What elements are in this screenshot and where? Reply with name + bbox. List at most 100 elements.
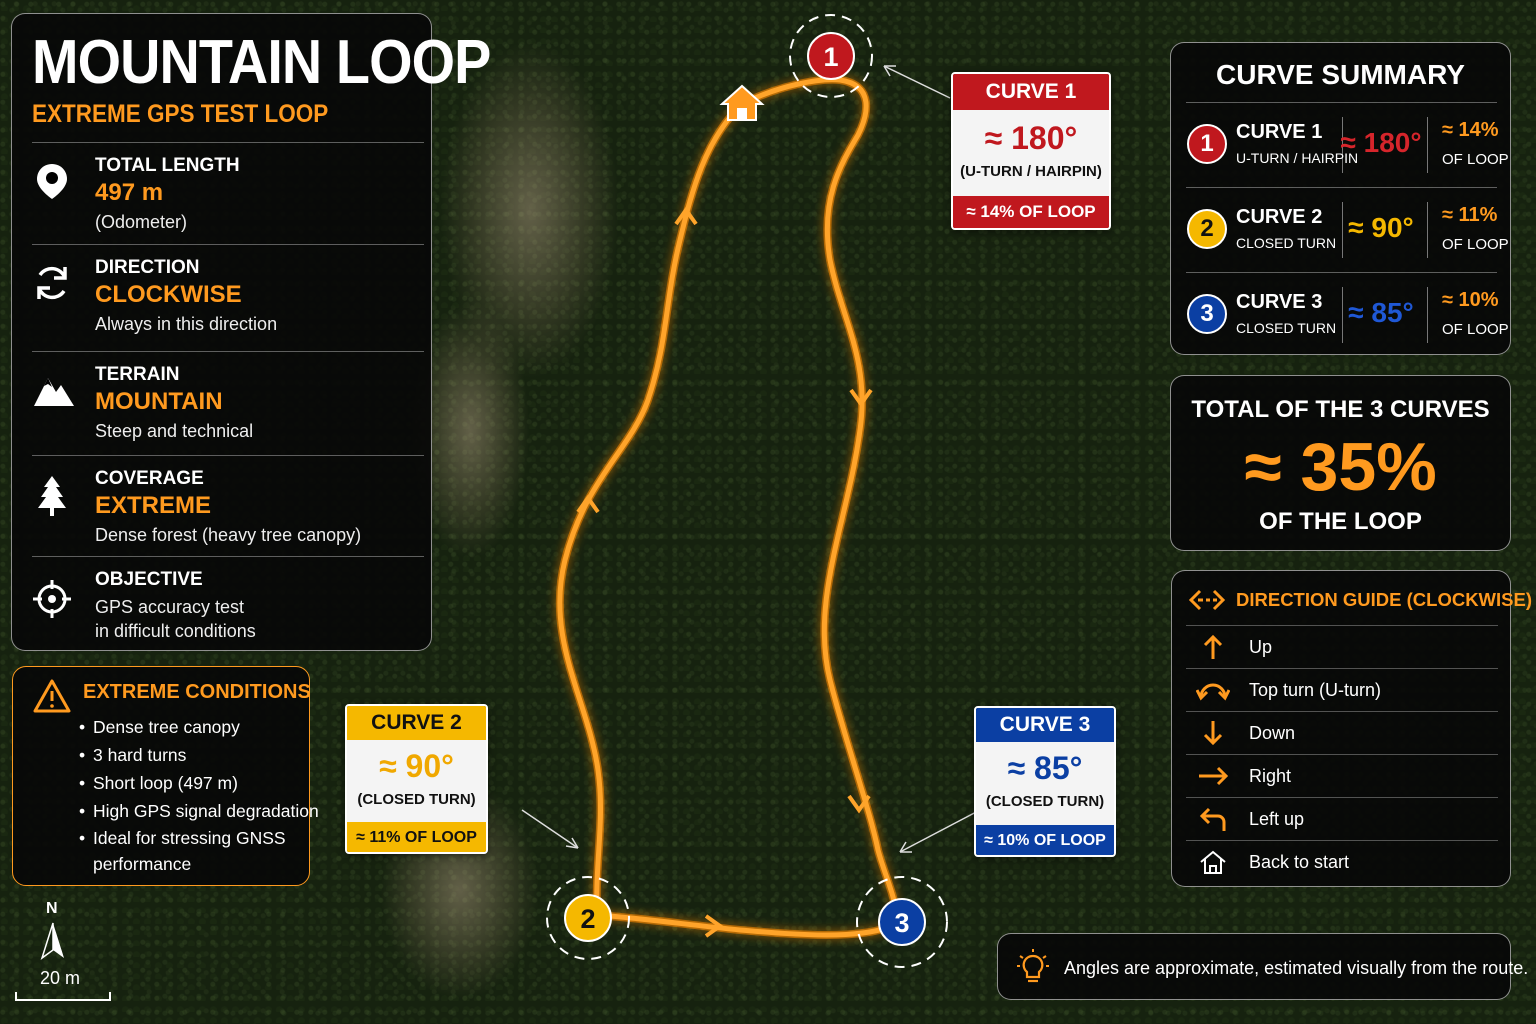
curve-1-marker[interactable] — [789, 14, 873, 98]
curve-3-marker[interactable] — [856, 876, 948, 968]
summary-pct: ≈ 11% — [1442, 204, 1498, 226]
guide-row-right: Right — [1186, 754, 1498, 797]
guide-row-back-to-start: Back to start — [1186, 840, 1498, 883]
guide-label: Back to start — [1249, 852, 1350, 872]
total-footer: OF THE LOOP — [1259, 508, 1422, 535]
summary-angle: ≈ 90° — [1348, 212, 1414, 243]
tree-icon — [38, 476, 66, 516]
summary-pct: ≈ 14% — [1442, 119, 1499, 141]
summary-pct: ≈ 10% — [1442, 289, 1499, 311]
north-arrow-icon — [40, 922, 64, 960]
direction-guide-panel: DIRECTION GUIDE (CLOCKWISE) Up Top turn … — [1171, 570, 1532, 887]
route-arrow — [704, 914, 724, 938]
page-subtitle: EXTREME GPS TEST LOOP — [32, 100, 329, 128]
guide-row-down: Down — [1186, 711, 1498, 754]
summary-heading: CURVE SUMMARY — [1216, 59, 1465, 90]
total-value: ≈ 35% — [1244, 429, 1437, 505]
summary-curve-type: CLOSED TURN — [1236, 235, 1337, 251]
summary-curve-name: CURVE 2 — [1236, 206, 1323, 228]
info-label: COVERAGE — [95, 468, 204, 489]
north-arrow: N — [40, 900, 66, 964]
list-item: Ideal for stressing GNSS — [79, 825, 319, 851]
extreme-conditions-panel: EXTREME CONDITIONS Dense tree canopy 3 h… — [12, 666, 319, 886]
curve-2-number: 2 — [580, 904, 595, 934]
info-objective: OBJECTIVE GPS accuracy test in difficult… — [32, 556, 424, 646]
scale-bar: 20 m — [14, 968, 114, 1008]
guide-row-left-up: Left up — [1186, 797, 1498, 840]
page-title: MOUNTAIN LOOP — [32, 28, 491, 97]
info-terrain: TERRAIN MOUNTAIN Steep and technical — [32, 351, 424, 455]
total-heading: TOTAL OF THE 3 CURVES — [1191, 396, 1490, 423]
info-value: CLOCKWISE — [95, 281, 242, 308]
summary-of: OF LOOP — [1442, 321, 1509, 338]
guide-label: Down — [1249, 723, 1296, 743]
crosshair-icon — [33, 580, 71, 618]
total-curves-panel: TOTAL OF THE 3 CURVES ≈ 35% OF THE LOOP — [1170, 375, 1511, 551]
callout-type: (U-TURN / HAIRPIN) — [960, 163, 1102, 180]
home-icon — [1200, 850, 1226, 874]
curve-number-badge: 3 — [1187, 294, 1227, 334]
guide-label: Top turn (U-turn) — [1249, 680, 1382, 700]
scale-line — [15, 992, 111, 1001]
summary-row-curve-2[interactable]: 2 CURVE 2 CLOSED TURN ≈ 90° ≈ 11% OF LOO… — [1186, 187, 1509, 272]
summary-angle: ≈ 180° — [1340, 127, 1422, 158]
route-arrow — [849, 388, 873, 408]
guide-label: Right — [1249, 766, 1292, 786]
curve-3-number: 3 — [894, 908, 909, 938]
info-value: 497 m — [95, 179, 164, 206]
list-item: High GPS signal degradation — [79, 797, 319, 825]
list-item: 3 hard turns — [79, 741, 319, 769]
curve-1-number: 1 — [823, 42, 838, 72]
curve-1-callout: CURVE 1 ≈ 180° (U-TURN / HAIRPIN) ≈ 14% … — [951, 72, 1111, 230]
info-total-length: TOTAL LENGTH 497 m (Odometer) — [32, 142, 424, 244]
summary-angle: ≈ 85° — [1348, 297, 1414, 328]
info-note: Always in this direction — [95, 314, 278, 334]
route-arrow — [576, 494, 600, 514]
curve-2-marker[interactable] — [546, 876, 630, 960]
callout-angle: ≈ 90° — [379, 748, 454, 784]
info-label: TOTAL LENGTH — [95, 155, 240, 176]
summary-curve-name: CURVE 3 — [1236, 291, 1323, 313]
callout-angle: ≈ 85° — [1007, 750, 1083, 786]
info-note: Steep and technical — [95, 421, 254, 441]
guide-label: Up — [1249, 637, 1273, 657]
callout-share: ≈ 11% OF LOOP — [347, 822, 486, 852]
arrow-left-up-icon — [1199, 807, 1226, 831]
summary-of: OF LOOP — [1442, 151, 1509, 168]
callout-title: CURVE 3 — [976, 708, 1114, 742]
info-note: (Odometer) — [95, 212, 188, 232]
home-icon — [719, 84, 765, 121]
summary-curve-name: CURVE 1 — [1236, 121, 1323, 143]
curve-number-badge: 2 — [1187, 209, 1227, 249]
north-label: N — [46, 900, 58, 917]
callout-type: (CLOSED TURN) — [985, 793, 1105, 810]
arrow-up-icon — [1203, 634, 1223, 659]
info-value: EXTREME — [95, 492, 212, 519]
info-note: GPS accuracy test — [95, 597, 245, 617]
info-coverage: COVERAGE EXTREME Dense forest (heavy tre… — [32, 455, 424, 556]
curve-2-callout: CURVE 2 ≈ 90° (CLOSED TURN) ≈ 11% OF LOO… — [345, 704, 488, 854]
refresh-arrows-icon — [37, 266, 67, 300]
info-value: MOUNTAIN — [95, 388, 223, 415]
callout-share: ≈ 10% OF LOOP — [976, 825, 1114, 855]
list-item: Short loop (497 m) — [79, 769, 319, 797]
left-right-arrows-icon — [1188, 589, 1226, 611]
guide-label: Left up — [1249, 809, 1305, 829]
arrow-right-icon — [1199, 766, 1228, 786]
summary-row-curve-1[interactable]: 1 CURVE 1 U-TURN / HAIRPIN ≈ 180° ≈ 14% … — [1186, 102, 1509, 187]
curve-3-callout: CURVE 3 ≈ 85° (CLOSED TURN) ≈ 10% OF LOO… — [974, 706, 1116, 857]
info-label: TERRAIN — [95, 364, 180, 385]
callout-type: (CLOSED TURN) — [357, 791, 476, 808]
info-note-2: in difficult conditions — [95, 621, 256, 641]
route-arrow — [674, 206, 698, 226]
summary-curve-type: CLOSED TURN — [1236, 320, 1337, 336]
arrow-down-icon — [1203, 721, 1223, 746]
curve-summary-panel: CURVE SUMMARY 1 CURVE 1 U-TURN / HAIRPIN… — [1170, 42, 1511, 355]
summary-row-curve-3[interactable]: 3 CURVE 3 CLOSED TURN ≈ 85° ≈ 10% OF LOO… — [1186, 272, 1509, 357]
summary-curve-type: U-TURN / HAIRPIN — [1236, 150, 1359, 166]
guide-row-up: Up — [1186, 625, 1498, 668]
callout-title: CURVE 2 — [347, 706, 486, 740]
callout-angle: ≈ 180° — [984, 120, 1078, 156]
info-label: DIRECTION — [95, 257, 200, 278]
